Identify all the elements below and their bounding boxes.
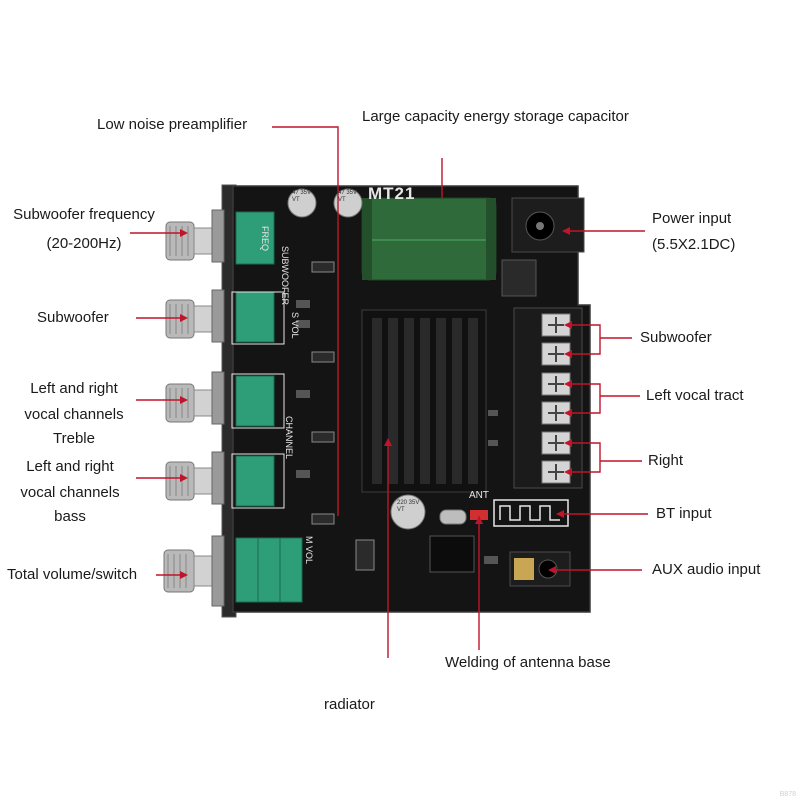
aux-jack [509,551,571,587]
label-subwoofer-output: Subwoofer [640,329,712,346]
label-bass-line3: bass [54,508,86,525]
small-capacitor-2 [333,188,363,218]
label-aux-input: AUX audio input [652,561,761,578]
silk-freq: FREQ [260,226,270,252]
label-power-input: Power input (5.5X2.1DC) [652,206,735,258]
label-treble-line1: Left and right [30,380,118,397]
label-treble-line3: Treble [53,430,95,447]
pot-freq [235,211,275,265]
power-jack [511,197,585,253]
knob-subwoofer [165,289,225,343]
small-capacitor-1 [287,188,317,218]
antenna-pad [470,510,488,520]
label-power-input-line2: (5.5X2.1DC) [652,236,736,253]
label-bass-line2: vocal channels [20,484,120,501]
silk-cap-1: 47 35V VT [292,190,312,203]
silk-channel: CHANNEL [284,416,294,460]
silk-ant: ANT [469,490,489,501]
silk-cap-2: 47 35V VT [338,190,358,203]
ic-chip [429,535,475,573]
silk-subwoofer: SUBWOOFER [280,246,290,306]
pot-treble [235,375,275,427]
pot-volume [235,537,303,603]
silk-s-vol: S VOL [290,312,300,339]
speaker-terminal-block [513,307,583,489]
label-left-vocal-tract: Left vocal tract [646,387,744,404]
arrow-heads [180,227,572,579]
board-model: MT21 [368,184,416,203]
label-subwoofer-knob: Subwoofer [37,309,109,326]
label-bt-input: BT input [656,505,712,522]
pot-sub [235,291,275,343]
watermark: B878 [779,791,796,798]
knob-total-volume [163,535,225,607]
label-capacitor: Large capacity energy storage capacitor [362,108,629,125]
storage-capacitor [361,197,497,281]
leader-lines [130,126,648,658]
label-bass: Left and right vocal channels bass [8,454,132,530]
label-subwoofer-frequency: Subwoofer frequency (20-200Hz) [4,202,164,257]
label-preamp: Low noise preamplifier [97,116,248,133]
label-treble-line2: vocal channels [24,406,124,423]
heatsink [361,309,487,493]
small-capacitor-3 [390,494,426,530]
label-antenna-base: Welding of antenna base [445,654,611,671]
label-radiator: radiator [324,696,375,713]
pot-bass [235,455,275,507]
label-power-input-line1: Power input [652,210,732,227]
crystal [439,509,467,525]
bt-antenna-trace [493,499,569,527]
label-treble: Left and right vocal channels Treble [12,376,136,452]
knob-subwoofer-frequency [165,209,225,263]
label-subwoofer-frequency-line1: Subwoofer frequency [13,206,155,223]
silk-m-vol: M VOL [304,536,314,565]
label-bass-line1: Left and right [26,458,114,475]
label-subwoofer-frequency-line2: (20-200Hz) [46,235,122,252]
label-right: Right [648,452,684,469]
component-block [501,259,537,297]
knob-treble [165,371,225,425]
silk-cap-3: 220 35V VT [397,500,420,513]
label-total-volume: Total volume/switch [7,566,138,583]
